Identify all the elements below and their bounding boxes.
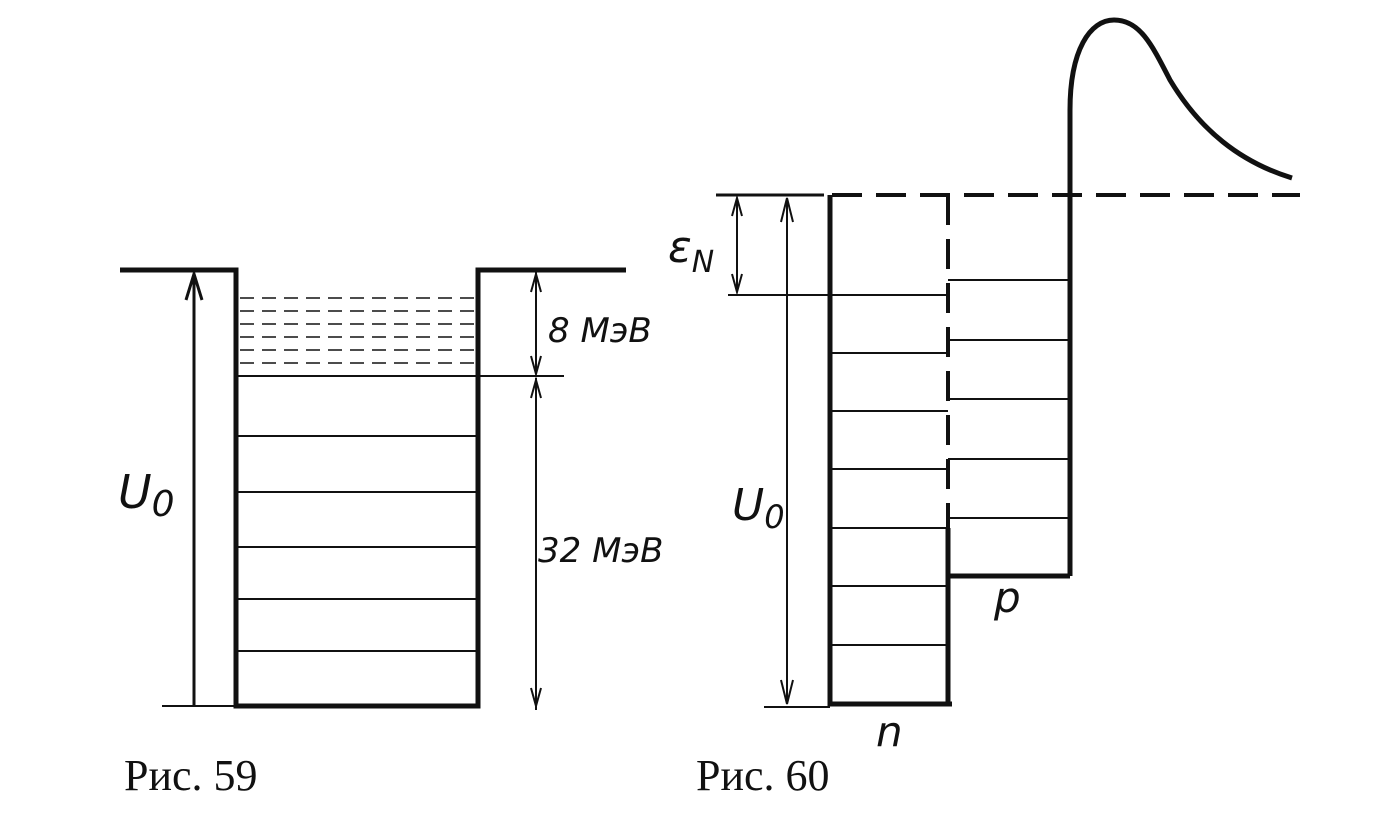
- fig60-proton-label: p: [993, 573, 1021, 622]
- fig60-neutron-levels: [728, 294, 948, 646]
- fig60-neutron-label: n: [876, 707, 903, 756]
- fig60-epsilon-label: εN: [668, 222, 714, 280]
- fig60-epsilon-arrow: [731, 194, 743, 296]
- figure-60: εN U0 n p Рис. 60: [668, 17, 1300, 800]
- fig59-u0-arrow: [184, 268, 204, 706]
- fig59-caption: Рис. 59: [124, 751, 258, 800]
- fig59-well-outline: [120, 267, 626, 709]
- fig60-u0-arrow: [780, 197, 794, 705]
- fig60-proton-levels: [948, 279, 1070, 519]
- fig59-8mev-arrow: [530, 270, 542, 378]
- fig59-u0-label: U0: [118, 465, 175, 525]
- fig60-u0-label: U0: [732, 480, 785, 536]
- fig59-32mev-arrow: [530, 376, 542, 710]
- fig60-coulomb-barrier: [1067, 17, 1293, 576]
- fig59-32mev-label: 32 МэВ: [538, 531, 663, 571]
- fig59-unfilled-levels: [240, 297, 474, 364]
- fig59-8mev-label: 8 МэВ: [548, 311, 652, 351]
- fig60-caption: Рис. 60: [696, 751, 830, 800]
- fig59-filled-levels: [236, 375, 564, 652]
- figure-59: U0 8 МэВ 32 МэВ Рис. 59: [118, 267, 663, 800]
